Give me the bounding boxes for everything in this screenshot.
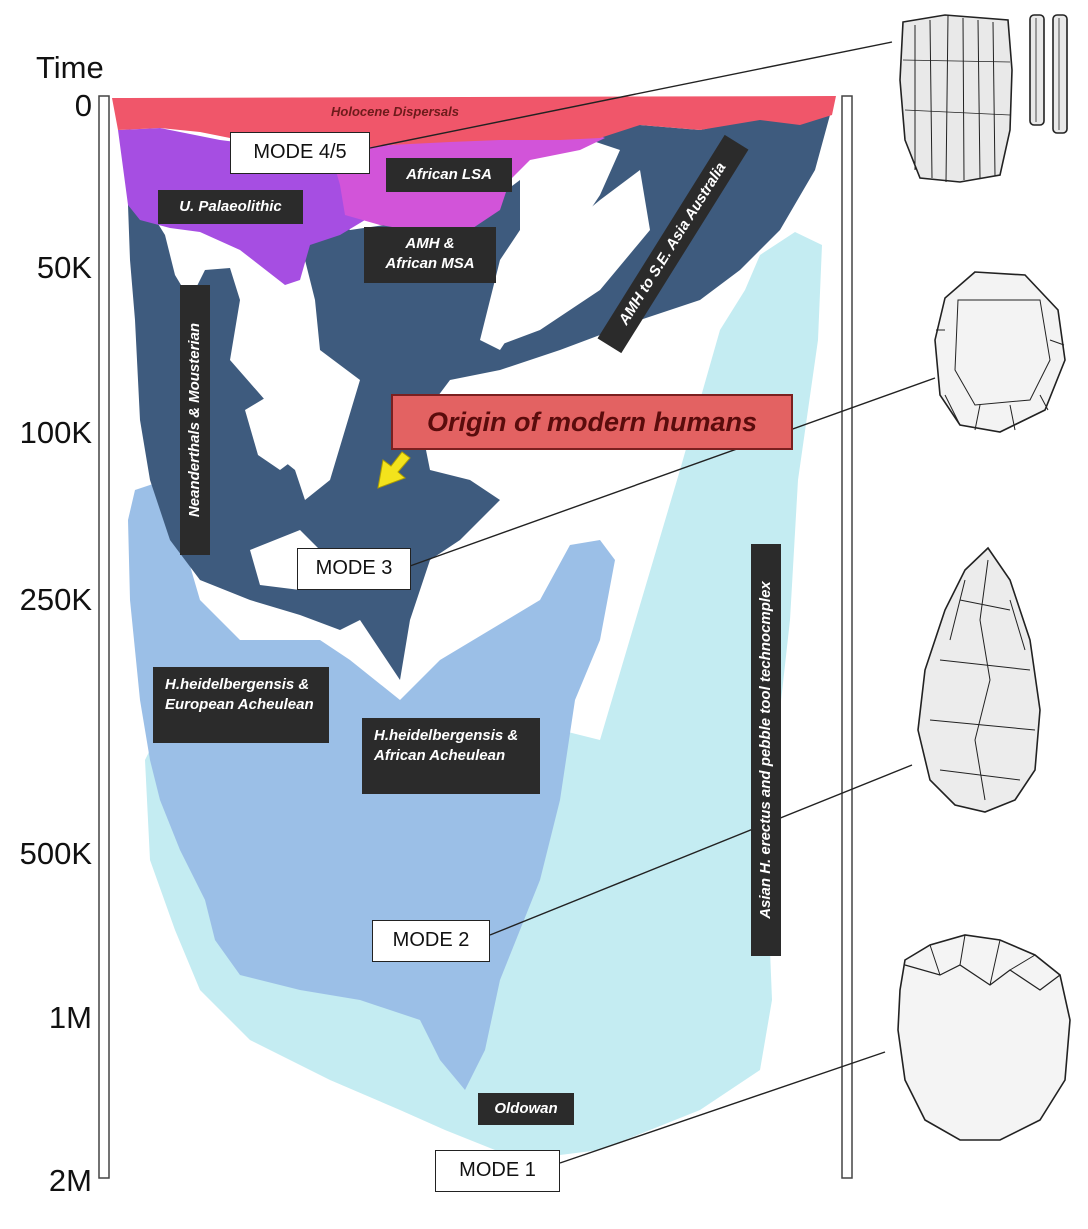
tick-250k: 250K	[19, 582, 92, 617]
connector-mode1	[559, 1051, 886, 1164]
connector-mode2	[489, 764, 913, 936]
mode-1-box: MODE 1	[435, 1150, 560, 1192]
tick-100k: 100K	[19, 415, 92, 450]
time-axis-title: Time	[36, 50, 104, 85]
heidelbergensis-european-label: H.heidelbergensis & European Acheulean	[153, 667, 329, 743]
holocene-label: Holocene Dispersals	[331, 104, 459, 119]
scraper-icon	[934, 271, 1066, 433]
amh-african-msa-label: AMH & African MSA	[364, 227, 496, 283]
white-gap-1	[245, 398, 300, 470]
mode-2-box: MODE 2	[372, 920, 490, 962]
connector-mode3	[409, 377, 936, 567]
right-time-bar	[841, 95, 853, 1179]
blade-core-icon	[899, 14, 1068, 183]
mode-3-box: MODE 3	[297, 548, 411, 590]
oldowan-label: Oldowan	[478, 1093, 574, 1125]
heidelbergensis-african-label: H.heidelbergensis & African Acheulean	[362, 718, 540, 794]
left-time-bar	[98, 95, 110, 1179]
asian-erectus-label: Asian H. erectus and pebble tool technoc…	[751, 544, 781, 956]
tick-50k: 50K	[36, 250, 92, 285]
handaxe-icon	[917, 546, 1041, 813]
white-gap-2	[500, 170, 650, 345]
neanderthals-label: Neanderthals & Mousterian	[180, 285, 210, 555]
tick-2m: 2M	[48, 1163, 92, 1198]
tick-0: 0	[74, 88, 92, 123]
mode-4-5-box: MODE 4/5	[230, 132, 370, 174]
connector-mode45	[369, 41, 893, 149]
tick-500k: 500K	[19, 836, 92, 871]
connector-lines	[369, 41, 936, 1164]
chopper-icon	[897, 934, 1071, 1141]
origin-arrow-icon	[377, 451, 411, 489]
african-lsa-label: African LSA	[386, 158, 512, 192]
u-palaeolithic-label: U. Palaeolithic	[158, 190, 303, 224]
tick-1m: 1M	[48, 1000, 92, 1035]
origin-of-modern-humans-label: Origin of modern humans	[391, 394, 793, 450]
